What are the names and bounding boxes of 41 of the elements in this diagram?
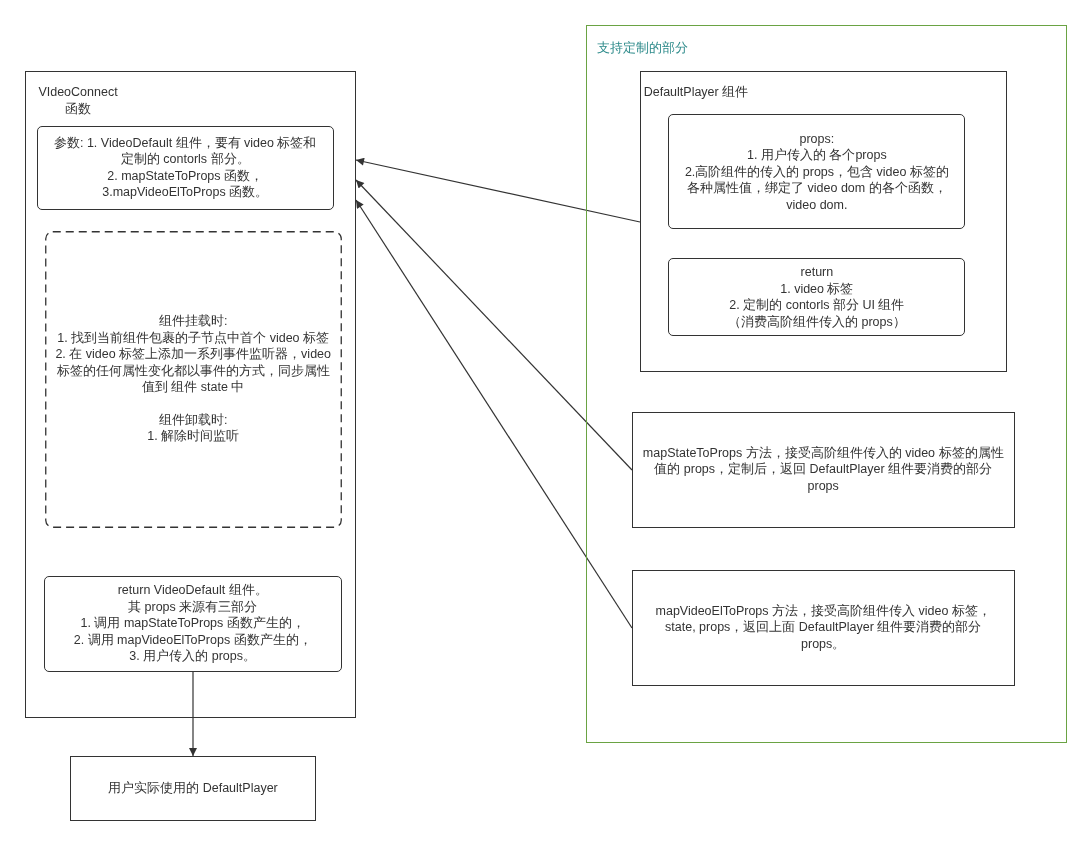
body-text: 1. video 标签 [780,280,854,298]
body-text: 用户实际使用的 DefaultPlayer [108,780,278,797]
group-box [586,25,1067,743]
arrow [355,157,641,223]
body-text: mapVideoElToProps 方法，接受高阶组件传入 video 标签，state, props，返回上面 DefaultPlayer 组件要消费的部分 props。 [654,602,992,653]
body-text: return [800,264,834,281]
rounded-box [36,125,334,210]
body-text: 参数: 1. VideoDefault 组件，要有 video 标签和定制的 contorls 部分。 [52,134,318,168]
process-box [631,411,1015,528]
body-text: 2. 调用 mapVideoElToProps 函数产生的， [73,631,312,649]
body-text: 组件挂载时: [158,313,228,330]
rounded-box [43,575,342,672]
body-text: 3. 用户传入的 props。 [129,648,256,665]
body-text: 2. 在 video 标签上添加一系列事件监听器，video 标签的任何属性变化都以事件的方式，同步属性值到 组件 state 中 [54,346,332,396]
body-text: 组件卸载时: [158,411,228,429]
body-text: 1. 调用 mapStateToProps 函数产生的， [80,615,305,632]
dashed-box [44,230,342,528]
rounded-box [668,114,966,230]
group-heading: 支持定制的部分 [597,40,689,57]
title-text: VIdeoConnect 函数 [37,84,119,117]
title-text: DefaultPlayer 组件 [643,83,750,101]
body-text: return VideoDefault 组件。 [117,582,268,599]
body-text: 1. 解除时间监听 [147,428,240,445]
rounded-box [668,258,966,337]
arrow [355,199,633,629]
arrow [355,179,633,471]
body-text: mapStateToProps 方法，接受高阶组件传入的 video 标签的属性值的 props，定制后，返回 DefaultPlayer 组件要消费的部分 props [642,444,1004,495]
body-text: 2. 定制的 contorls 部分 UI 组件 [729,297,905,314]
container-box [25,71,356,718]
body-text: 3.mapVideoElToProps 函数。 [102,184,269,201]
body-text: 2.高阶组件的传入的 props，包含 video 标签的各种属性值，绑定了 video dom 的各个函数，video dom. [683,163,950,214]
body-text: （消费高阶组件传入的 props） [728,313,906,331]
body-text: 1. 用户传入的 各个props [747,147,887,164]
body-text: props: [799,130,835,148]
arrow [189,671,197,757]
body-text: 2. mapStateToProps 函数， [107,167,264,185]
body-text: 其 props 来源有三部分 [128,598,258,616]
container-box [639,70,1007,372]
body-text: 1. 找到当前组件包裹的子节点中首个 video 标签 [57,329,330,347]
process-box [631,569,1015,686]
process-box [70,756,316,821]
